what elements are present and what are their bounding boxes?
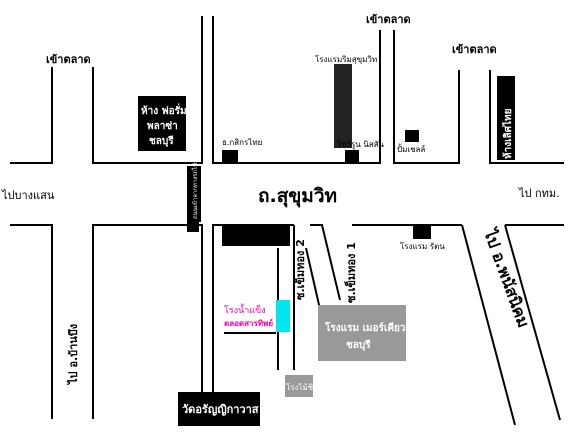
saiwaroon-marker <box>345 150 359 162</box>
side-lane-label-block <box>187 166 201 222</box>
rattana-hotel-label: โรงแรม รัตน <box>400 241 445 251</box>
ice-factory-label-2: ตลอดสารทิพย์ <box>224 318 273 328</box>
sukhumvit-upper-edge-mid3 <box>393 30 460 164</box>
shell-station-label: ปั้มเชลล์ <box>397 143 425 154</box>
soi-chaemthong-2-label: ซ.เข็มทอง 2 <box>293 239 307 300</box>
sukhumvit-lower-edge-mid2 <box>212 224 294 400</box>
direction-to-phanat: ไป อ.พนัสนิคม <box>480 225 534 330</box>
main-road-label: ถ.สุขุมวิท <box>258 185 337 208</box>
sukhumvit-bottom-block <box>222 226 290 246</box>
direction-to-banbueng: ไป อ.บ้านบึง <box>66 324 80 386</box>
side-lane-label: ถนนเข้าจากทางรถไฟชลบุรี <box>191 147 199 219</box>
side-lane-marker <box>187 222 199 232</box>
direction-market-left: เข้าตลาด <box>46 53 91 66</box>
rattana-hotel-marker <box>413 225 431 239</box>
direction-to-bangsaen: ไปบางแสน <box>1 189 55 202</box>
saiwaroon-label: ไซว์รูน นิสสัน <box>336 139 384 150</box>
ice-factory-label-1: โรงน้ำแข็ง <box>224 303 266 316</box>
soi-chaemthong-1-label: ซ.เข็มทอง 1 <box>344 242 358 303</box>
thai-farmers-bank-marker <box>222 150 238 162</box>
ice-factory-marker <box>276 300 290 332</box>
sukhumvit-upper-edge-mid2 <box>212 16 381 164</box>
shell-station-marker <box>405 130 419 142</box>
direction-market-right: เข้าตลาด <box>452 43 497 56</box>
hotel-rimsukhumvit-block <box>334 64 352 148</box>
phanat-road-left <box>461 224 516 426</box>
temple-block <box>178 392 260 426</box>
sukhumvit-lower-edge-left <box>10 224 53 419</box>
temple-label: วัดอรัญญิกาวาส <box>182 403 259 416</box>
m-hotel-label-2: ชลบุรี <box>346 339 371 351</box>
lerthai-store-block <box>497 76 515 160</box>
forum-plaza-block <box>138 96 186 151</box>
forum-plaza-label-3: ชลบุรี <box>149 135 174 147</box>
sukhumvit-upper-edge-mid1 <box>92 16 203 164</box>
road-lines <box>10 16 564 426</box>
mill-block <box>285 375 313 397</box>
hotel-rimsukhumvit-label: โรงแรมริมสุขุมวิท <box>315 54 377 64</box>
lerthai-store-label: ห้างเลิศไทย <box>501 108 514 159</box>
sukhumvit-lower-edge-mid3 <box>310 224 341 301</box>
mill-label: โรงไม้ชิด <box>286 382 318 392</box>
sukhumvit-upper-edge-right <box>489 70 564 164</box>
sukhumvit-upper-edge-left <box>10 67 53 164</box>
phanat-road-right-diag <box>504 224 561 421</box>
m-hotel-label-1: โรงแรม เมอร์เคียว <box>324 321 406 334</box>
direction-to-bangkok: ไป กทม. <box>518 187 560 200</box>
thai-farmers-bank-label: ธ.กสิกรไทย <box>222 138 262 147</box>
m-hotel-block <box>318 305 406 361</box>
direction-market-center: เข้าตลาด <box>366 13 411 26</box>
sukhumvit-lower-edge-mid1 <box>92 224 203 419</box>
forum-plaza-label-1: ห้าง ฟอรั่ม <box>141 103 187 117</box>
forum-plaza-label-2: พลาซ่า <box>147 120 178 132</box>
